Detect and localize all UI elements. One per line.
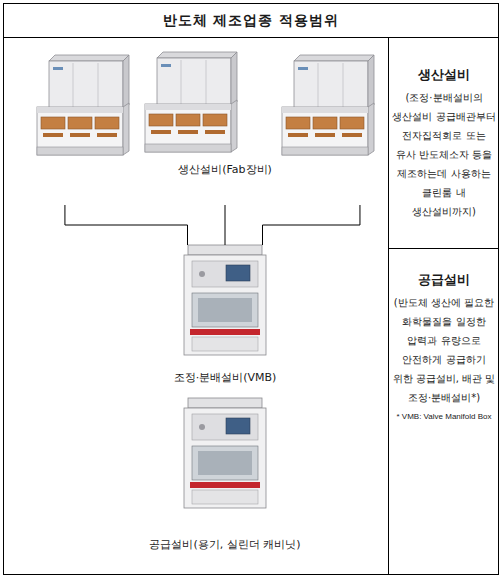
node-label: 생산설비 (418, 66, 470, 84)
table-frame (4, 4, 499, 575)
node-label: 공급설비(용기, 실린더 캐비닛) (149, 538, 300, 552)
connector-line (65, 205, 360, 245)
table-rule (388, 37, 389, 575)
vmb-cabinet (184, 245, 266, 355)
scope-cell: 생산설비 (조정·분배설비의 생산설비 공급배관부터 전자집적회로 또는 유사 반… (389, 38, 499, 248)
fab-equipment (282, 55, 374, 155)
equipment-item: 공급설비(용기, 실린더 캐비닛) (105, 395, 345, 552)
fab-equipment (37, 55, 129, 155)
node-description: (반도체 생산에 필요한 화학물질을 일정한 압력과 유량으로 안전하게 공급하… (392, 293, 496, 407)
equipment-item: 조정·분배설비(VMB) (150, 245, 300, 385)
table-rule (3, 37, 499, 38)
equipment-group: 생산설비(Fab장비) (62, 45, 388, 205)
diagram-title: 반도체 제조업종 적용범위 (3, 4, 499, 37)
node-label: 공급설비 (418, 271, 470, 289)
node-label: 생산설비(Fab장비) (178, 163, 272, 177)
fab-equipment (145, 52, 237, 152)
scope-cell: 공급설비 (반도체 생산에 필요한 화학물질을 일정한 압력과 유량으로 안전하게… (389, 249, 499, 575)
node-description: * VMB: Valve Manifold Box (396, 411, 491, 423)
node-label: 조정·분배설비(VMB) (174, 371, 277, 385)
cylinder-cabinet (184, 398, 266, 508)
table-rule (388, 248, 499, 249)
node-description: (조정·분배설비의 생산설비 공급배관부터 전자집적회로 또는 유사 반도체소자… (392, 88, 496, 221)
